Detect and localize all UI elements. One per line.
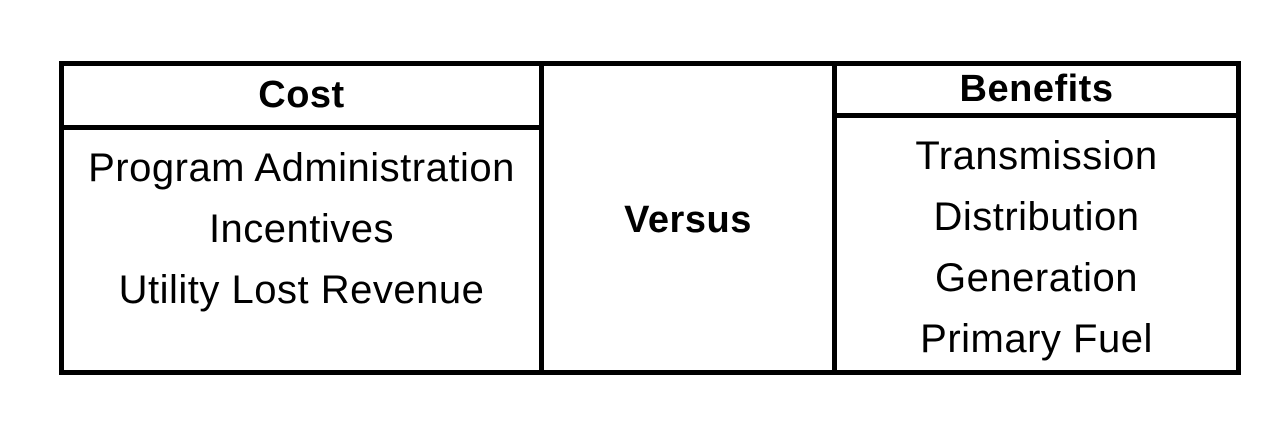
benefits-column: Benefits Transmission Distribution Gener… (837, 66, 1236, 370)
cost-column: Cost Program Administration Incentives U… (64, 66, 544, 370)
cost-list: Program Administration Incentives Utilit… (64, 130, 539, 321)
cost-item-incentives: Incentives (208, 207, 395, 251)
versus-label: Versus (624, 198, 752, 241)
benefits-item-generation: Generation (935, 256, 1138, 300)
cost-item-program-administration: Program Administration (88, 146, 515, 190)
benefits-item-distribution: Distribution (933, 195, 1140, 239)
benefits-item-transmission: Transmission (915, 134, 1158, 178)
cost-header: Cost (64, 66, 539, 130)
versus-column: Versus (544, 66, 837, 370)
benefits-list: Transmission Distribution Generation Pri… (837, 118, 1236, 370)
benefits-item-primary-fuel: Primary Fuel (920, 317, 1153, 361)
cost-item-utility-lost-revenue: Utility Lost Revenue (118, 268, 485, 312)
cost-benefit-table: Cost Program Administration Incentives U… (59, 61, 1241, 375)
benefits-header: Benefits (837, 66, 1236, 118)
